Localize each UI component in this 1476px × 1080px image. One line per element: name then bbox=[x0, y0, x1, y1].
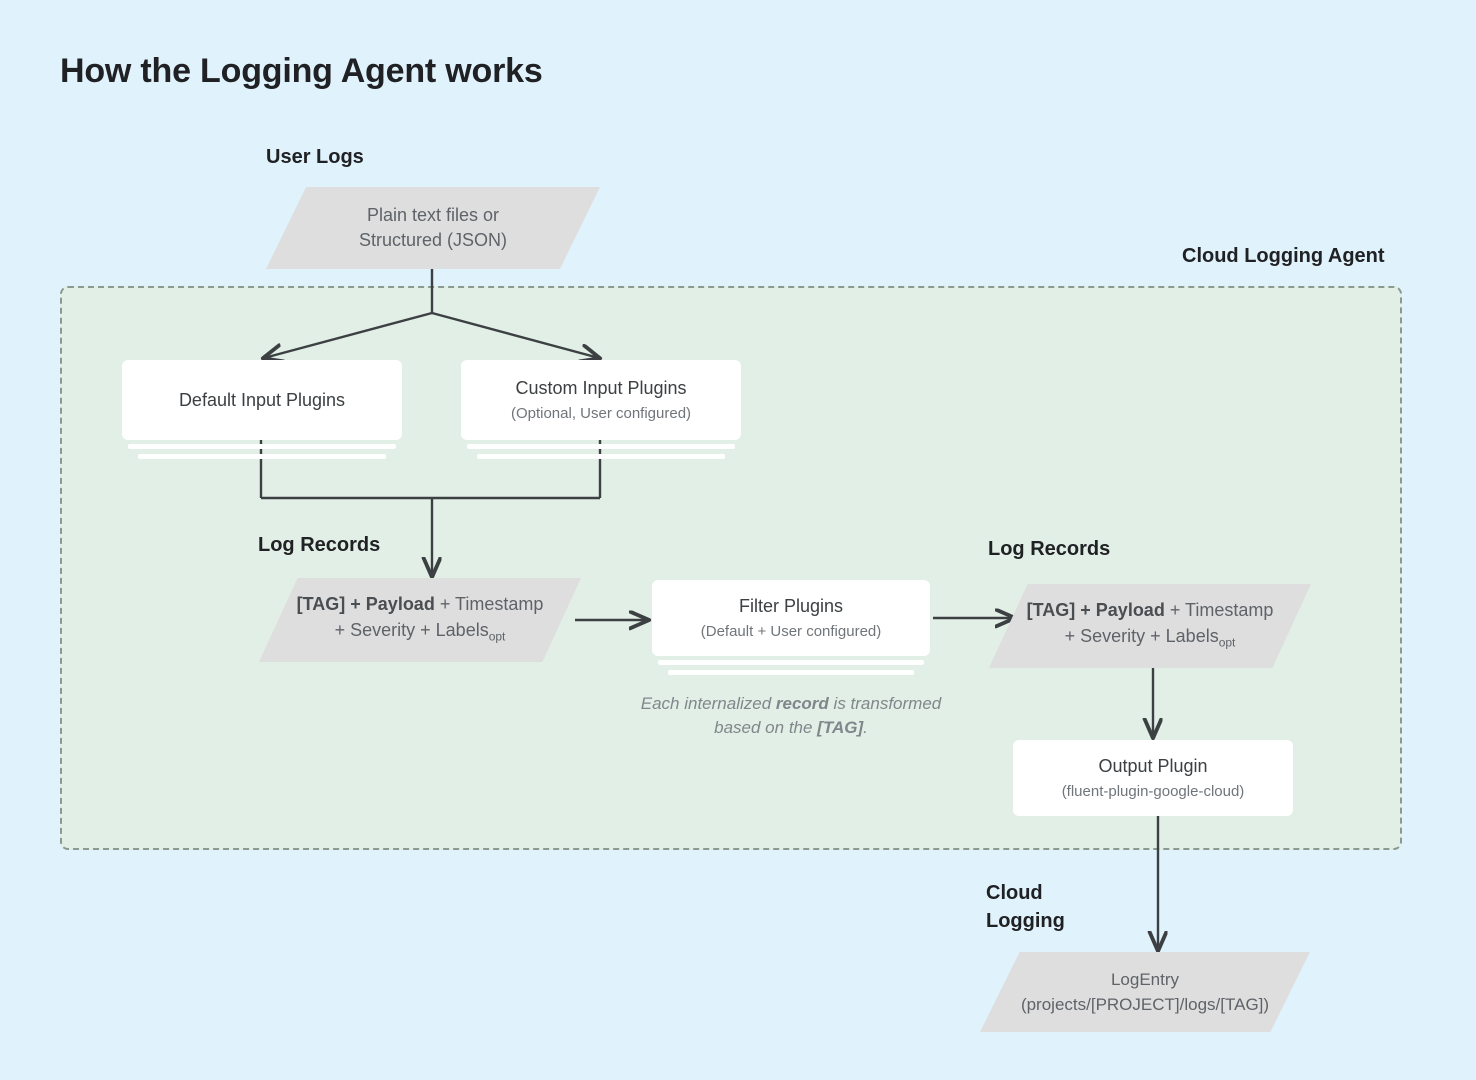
log-record-right-rest-1: + Timestamp bbox=[1164, 599, 1274, 620]
node-default-input-plugins[interactable]: Default Input Plugins bbox=[122, 360, 402, 459]
label-user-logs: User Logs bbox=[266, 146, 364, 168]
output-plugin-title: Output Plugin bbox=[1098, 755, 1208, 776]
page-title: How the Logging Agent works bbox=[60, 52, 543, 90]
label-cloud-logging: Cloud Logging bbox=[986, 882, 1065, 932]
custom-input-plugins-subtitle: (Optional, User configured) bbox=[510, 404, 692, 422]
node-user-logs-source: Plain text files or Structured (JSON) bbox=[266, 187, 600, 269]
label-log-records-left: Log Records bbox=[258, 534, 381, 556]
output-plugin-subtitle: (fluent-plugin-google-cloud) bbox=[1061, 782, 1245, 800]
caption-part-1: Each internalized bbox=[640, 694, 776, 713]
filter-plugins-title: Filter Plugins bbox=[738, 595, 844, 616]
label-log-records-right: Log Records bbox=[988, 538, 1111, 560]
edge-split-to-custom-input bbox=[431, 311, 599, 358]
card-stack-line bbox=[467, 444, 735, 449]
caption-part-3: . bbox=[863, 718, 868, 737]
node-log-record-right: [TAG] + Payload + Timestamp + Severity +… bbox=[989, 584, 1311, 668]
caption-transform: Each internalized record is transformed … bbox=[630, 692, 952, 740]
node-custom-input-plugins[interactable]: Custom Input Plugins (Optional, User con… bbox=[461, 360, 741, 459]
default-input-plugins-title: Default Input Plugins bbox=[178, 389, 346, 410]
caption-bold-tag: [TAG] bbox=[817, 718, 864, 737]
node-log-record-left: [TAG] + Payload + Timestamp + Severity +… bbox=[259, 578, 581, 662]
caption-bold-record: record bbox=[775, 694, 829, 713]
card-stack-line bbox=[668, 670, 914, 675]
caption-part-2: is transformed based on the bbox=[714, 694, 942, 737]
log-record-left-rest-1: + Timestamp bbox=[434, 593, 544, 614]
card-stack-line bbox=[477, 454, 725, 459]
log-record-right-rest-2: + Severity + Labels bbox=[1064, 625, 1219, 646]
log-record-right-subscript: opt bbox=[1218, 635, 1236, 650]
log-entry-subtitle: (projects/[PROJECT]/logs/[TAG]) bbox=[1020, 995, 1270, 1014]
node-filter-plugins[interactable]: Filter Plugins (Default + User configure… bbox=[652, 580, 930, 675]
user-logs-line-2: Structured (JSON) bbox=[358, 230, 508, 250]
node-output-plugin[interactable]: Output Plugin (fluent-plugin-google-clou… bbox=[1013, 740, 1293, 816]
log-record-left-subscript: opt bbox=[488, 629, 506, 644]
card-stack-line bbox=[128, 444, 396, 449]
log-entry-title: LogEntry bbox=[1110, 970, 1180, 989]
log-record-right-tag: [TAG] + Payload bbox=[1026, 599, 1165, 620]
log-record-left-tag: [TAG] + Payload bbox=[296, 593, 435, 614]
user-logs-line-1: Plain text files or bbox=[366, 205, 500, 225]
card-stack-line bbox=[138, 454, 386, 459]
custom-input-plugins-title: Custom Input Plugins bbox=[515, 377, 687, 398]
filter-plugins-subtitle: (Default + User configured) bbox=[700, 622, 882, 640]
log-record-left-rest-2: + Severity + Labels bbox=[334, 619, 489, 640]
label-cloud-logging-agent: Cloud Logging Agent bbox=[1182, 245, 1385, 267]
node-log-entry: LogEntry (projects/[PROJECT]/logs/[TAG]) bbox=[980, 952, 1310, 1032]
edge-split-to-default-input bbox=[264, 311, 433, 358]
card-stack-line bbox=[658, 660, 924, 665]
